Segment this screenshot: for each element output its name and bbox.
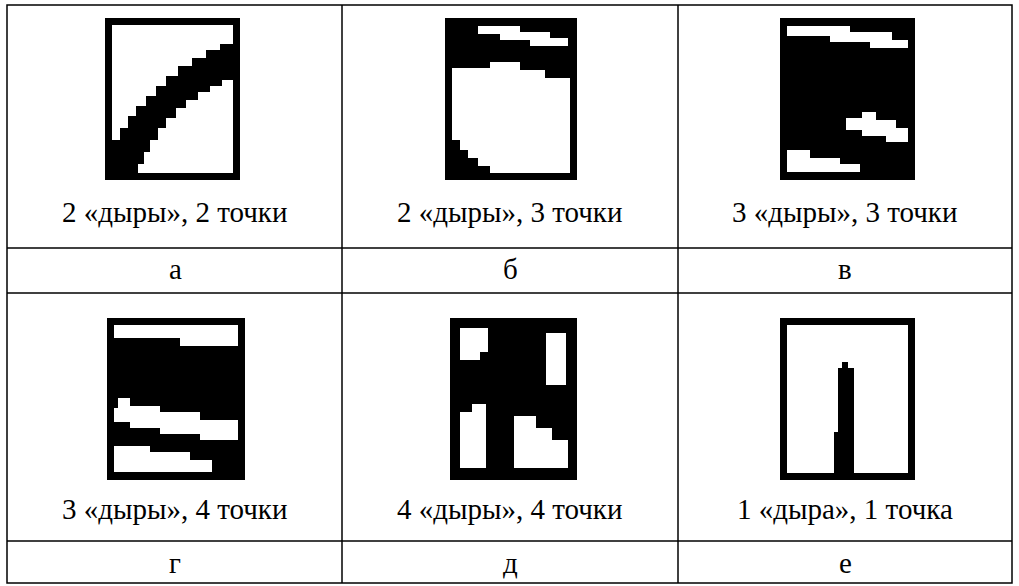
binary-image	[107, 318, 245, 480]
image-caption: 2 «дыры», 3 точки	[397, 197, 622, 229]
image-caption: 4 «дыры», 4 точки	[397, 494, 622, 526]
binary-image	[780, 18, 915, 180]
image-caption: 3 «дыры», 4 точки	[62, 494, 287, 526]
binary-image	[445, 18, 577, 180]
cell-letter: а	[169, 254, 182, 286]
binary-image	[450, 318, 577, 480]
image-caption: 3 «дыры», 3 точки	[732, 197, 957, 229]
table-grid	[7, 5, 1012, 583]
cell-letter: б	[503, 254, 518, 286]
cell-letter: е	[839, 548, 852, 580]
binary-image	[105, 18, 240, 180]
image-caption: 2 «дыры», 2 точки	[62, 197, 287, 229]
binary-image	[780, 318, 915, 480]
cell-letter: в	[838, 254, 852, 286]
cell-letter: д	[503, 548, 518, 580]
cell-letter: г	[169, 548, 181, 580]
image-caption: 1 «дыра», 1 точка	[737, 494, 953, 526]
